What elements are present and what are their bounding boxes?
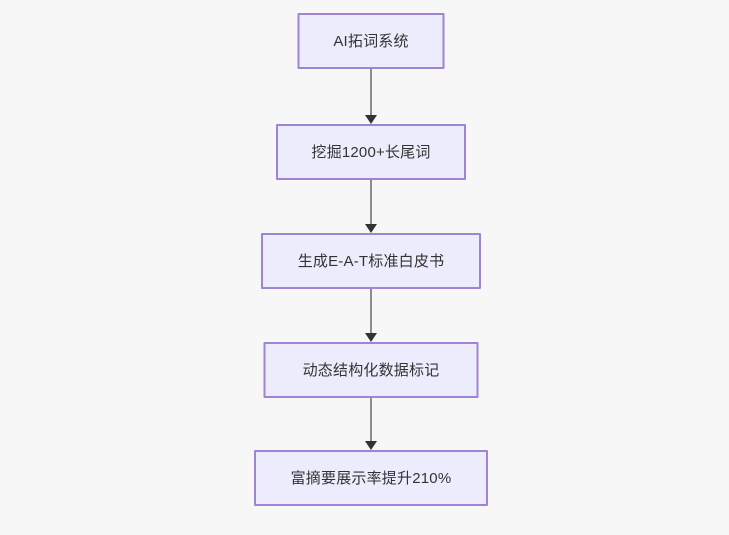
flowchart-node-label: 富摘要展示率提升210% <box>290 469 452 487</box>
arrowhead-down-icon <box>365 224 377 233</box>
flowchart-node-n5[interactable]: 富摘要展示率提升210% <box>254 450 488 506</box>
flowchart-edge-n1-n2 <box>364 69 378 124</box>
edge-line <box>370 180 372 224</box>
flowchart-edge-n2-n3 <box>364 180 378 233</box>
edge-line <box>370 289 372 333</box>
flowchart-node-n3[interactable]: 生成E-A-T标准白皮书 <box>261 233 481 289</box>
edge-line <box>370 69 372 115</box>
flowchart-edge-n4-n5 <box>364 398 378 450</box>
arrowhead-down-icon <box>365 115 377 124</box>
arrowhead-down-icon <box>365 441 377 450</box>
flowchart-node-n2[interactable]: 挖掘1200+长尾词 <box>276 124 466 180</box>
flowchart-edge-n3-n4 <box>364 289 378 342</box>
flowchart-node-label: AI拓词系统 <box>333 32 409 50</box>
flowchart-node-label: 挖掘1200+长尾词 <box>311 143 431 161</box>
flowchart-node-label: 生成E-A-T标准白皮书 <box>297 252 445 270</box>
flowchart-node-n4[interactable]: 动态结构化数据标记 <box>263 342 479 398</box>
edge-line <box>370 398 372 441</box>
flowchart-node-n1[interactable]: AI拓词系统 <box>297 13 445 69</box>
flowchart-node-label: 动态结构化数据标记 <box>302 361 440 379</box>
arrowhead-down-icon <box>365 333 377 342</box>
